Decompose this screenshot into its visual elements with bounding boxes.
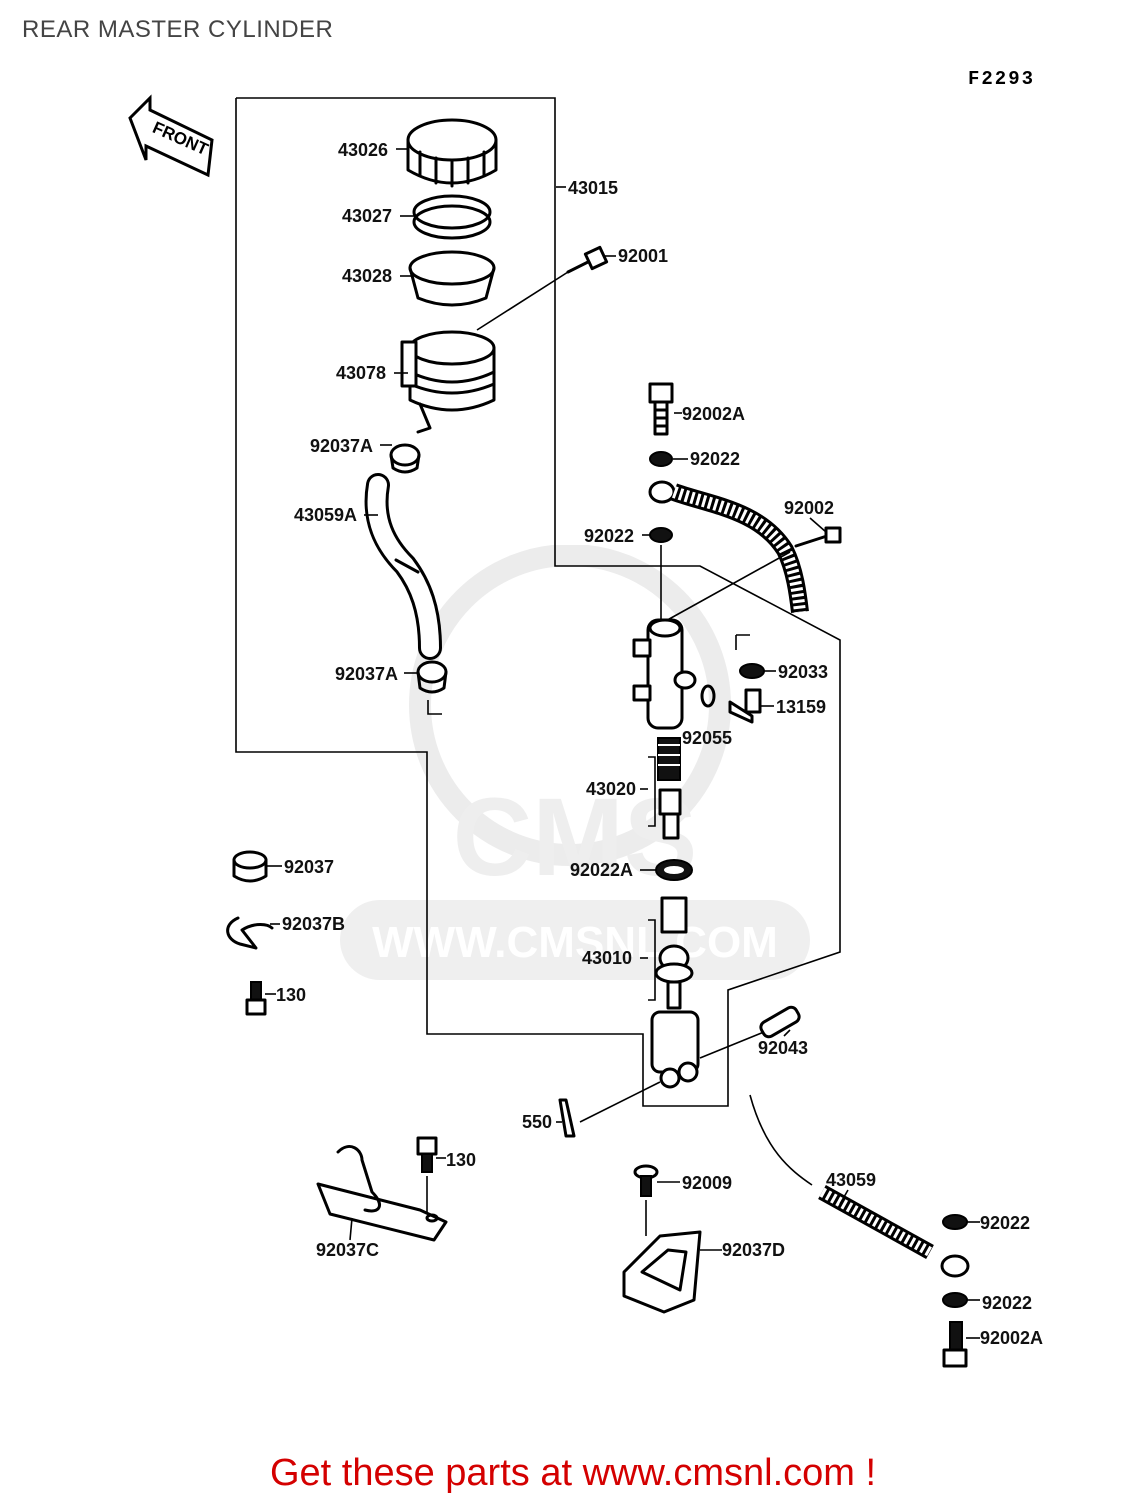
cms-watermark: CMS WWW.CMSNL.COM (340, 545, 810, 980)
part-label-130-left: 130 (276, 985, 306, 1005)
part-label-92001: 92001 (618, 246, 668, 266)
hose-clamp-92037A-bottom (416, 660, 448, 715)
part-label-92033: 92033 (778, 662, 828, 682)
part-label-13159: 13159 (776, 697, 826, 717)
front-arrow-icon: FRONT (128, 94, 214, 178)
clip-92037B (226, 916, 274, 950)
part-label-92002A-bottom: 92002A (980, 1328, 1043, 1348)
reservoir-cap-43026 (406, 118, 498, 188)
washer-92033 (739, 663, 765, 679)
bolt-92002 (661, 526, 842, 624)
part-label-43015: 43015 (568, 178, 618, 198)
bolt-130-left (245, 981, 267, 1016)
part-label-43028: 43028 (342, 266, 392, 286)
diaphragm-plate-43027 (412, 194, 492, 240)
banjo-bolt-92002A-bottom (942, 1321, 968, 1368)
elbow-fitting-13159 (728, 688, 762, 724)
footer-promo-text: Get these parts at www.cmsnl.com ! (269, 1452, 877, 1494)
part-label-550: 550 (522, 1112, 552, 1132)
part-label-92002A-top: 92002A (682, 404, 745, 424)
watermark-url-text: WWW.CMSNL.COM (372, 918, 778, 967)
part-label-43027: 43027 (342, 206, 392, 226)
banjo-bolt-92002A-top (648, 382, 674, 436)
spring-piston-43020 (648, 737, 682, 840)
bracket-92037C (316, 1145, 448, 1242)
part-label-92043: 92043 (758, 1038, 808, 1058)
part-label-92037B: 92037B (282, 914, 345, 934)
part-label-43020: 43020 (586, 779, 636, 799)
clevis-yoke (650, 1010, 700, 1089)
master-cylinder-body (632, 618, 697, 730)
watermark-ring (409, 545, 731, 866)
part-label-92022-mid: 92022 (584, 526, 634, 546)
brake-hose-43059 (749, 1094, 970, 1278)
hose-clamp-92037A-top (389, 443, 421, 474)
part-label-43078: 43078 (336, 363, 386, 383)
bolt-92001 (476, 245, 609, 331)
leader-lines (265, 148, 980, 1339)
reservoir-hose-43059A (364, 473, 442, 660)
part-label-92009: 92009 (682, 1173, 732, 1193)
part-label-92037A-bottom: 92037A (335, 664, 398, 684)
push-rod-43010 (648, 896, 694, 1010)
watermark-url-bar (340, 900, 810, 980)
part-label-92022-right-top: 92022 (980, 1213, 1030, 1233)
reservoir-43078 (400, 330, 496, 434)
part-label-92037: 92037 (284, 857, 334, 877)
part-label-92037A-top: 92037A (310, 436, 373, 456)
part-label-92037C: 92037C (316, 1240, 379, 1260)
part-label-92022-right-bottom: 92022 (982, 1293, 1032, 1313)
brake-hose-upper (648, 480, 809, 614)
part-label-43026: 43026 (338, 140, 388, 160)
cotter-pin-550 (558, 1081, 661, 1138)
part-label-43059: 43059 (826, 1170, 876, 1190)
clevis-pin-92043 (699, 1005, 801, 1059)
part-label-92022-top: 92022 (690, 449, 740, 469)
part-label-43059A: 43059A (294, 505, 357, 525)
washer-92022-top (649, 451, 673, 467)
grommet-92037 (232, 850, 268, 883)
diagram-code: F2293 (968, 68, 1036, 90)
part-label-43010: 43010 (582, 948, 632, 968)
part-label-92022A: 92022A (570, 860, 633, 880)
part-label-92055: 92055 (682, 728, 732, 748)
washer-92022-right-bottom (942, 1292, 968, 1308)
diaphragm-43028 (408, 250, 496, 307)
page-title: REAR MASTER CYLINDER (22, 16, 334, 43)
bolt-130-bracket (416, 1136, 438, 1173)
screw-92009 (633, 1164, 659, 1236)
watermark-logo-text: CMS (453, 776, 697, 899)
reservoir-group-outline (235, 97, 841, 1107)
o-ring-92055 (700, 684, 716, 708)
part-label-92002: 92002 (784, 498, 834, 518)
part-label-130-bracket: 130 (446, 1150, 476, 1170)
guard-92037D (622, 1230, 702, 1314)
part-label-92037D: 92037D (722, 1240, 785, 1260)
washer-92022-right-top (942, 1214, 968, 1230)
washer-92022-mid (649, 527, 673, 543)
